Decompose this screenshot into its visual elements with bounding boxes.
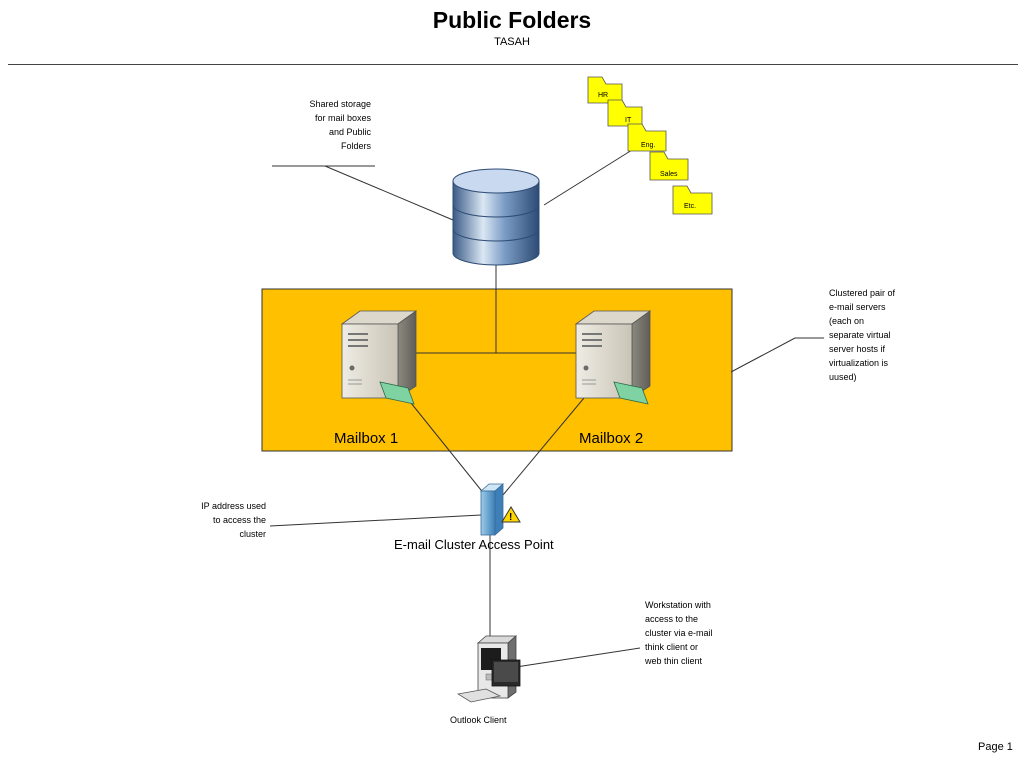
cluster-note: Clustered pair of e-mail servers (each o… <box>829 288 896 382</box>
mailbox-2-label: Mailbox 2 <box>579 430 644 447</box>
folder-icon <box>672 185 713 215</box>
storage-note: Shared storage for mail boxes and Public… <box>309 99 371 151</box>
mailbox-1-label: Mailbox 1 <box>334 430 399 447</box>
folder-icon <box>627 123 667 152</box>
header-divider <box>8 64 1018 65</box>
cluster-access-point-icon <box>479 483 505 536</box>
folder-icon <box>649 151 689 181</box>
client-label: Outlook Client <box>450 715 507 725</box>
warning-icon: ! <box>501 506 521 523</box>
folder-label: Eng. <box>641 142 655 149</box>
mailbox-server-icon <box>574 310 652 405</box>
mailbox-server-icon <box>340 310 418 405</box>
workstation-note: Workstation with access to the cluster v… <box>645 600 713 666</box>
connector-lines <box>269 149 824 668</box>
folder-icon <box>607 99 643 127</box>
page-subtitle: TASAH <box>494 36 530 48</box>
storage-database-icon <box>452 168 540 266</box>
cluster-box <box>261 288 733 452</box>
svg-text:!: ! <box>509 512 512 523</box>
folder-icon <box>587 76 623 104</box>
page-title: Public Folders <box>432 7 592 33</box>
folder-stack: HR IT Eng. Sales Etc. <box>587 76 713 215</box>
folder-label: IT <box>625 117 632 124</box>
folder-label: HR <box>598 92 608 99</box>
folder-label: Sales <box>660 171 678 178</box>
workstation-icon <box>456 635 521 703</box>
ip-note: IP address used to access the cluster <box>201 501 266 539</box>
page-number: Page 1 <box>978 741 1013 753</box>
access-point-label: E-mail Cluster Access Point <box>394 537 554 552</box>
folder-label: Etc. <box>684 203 696 210</box>
